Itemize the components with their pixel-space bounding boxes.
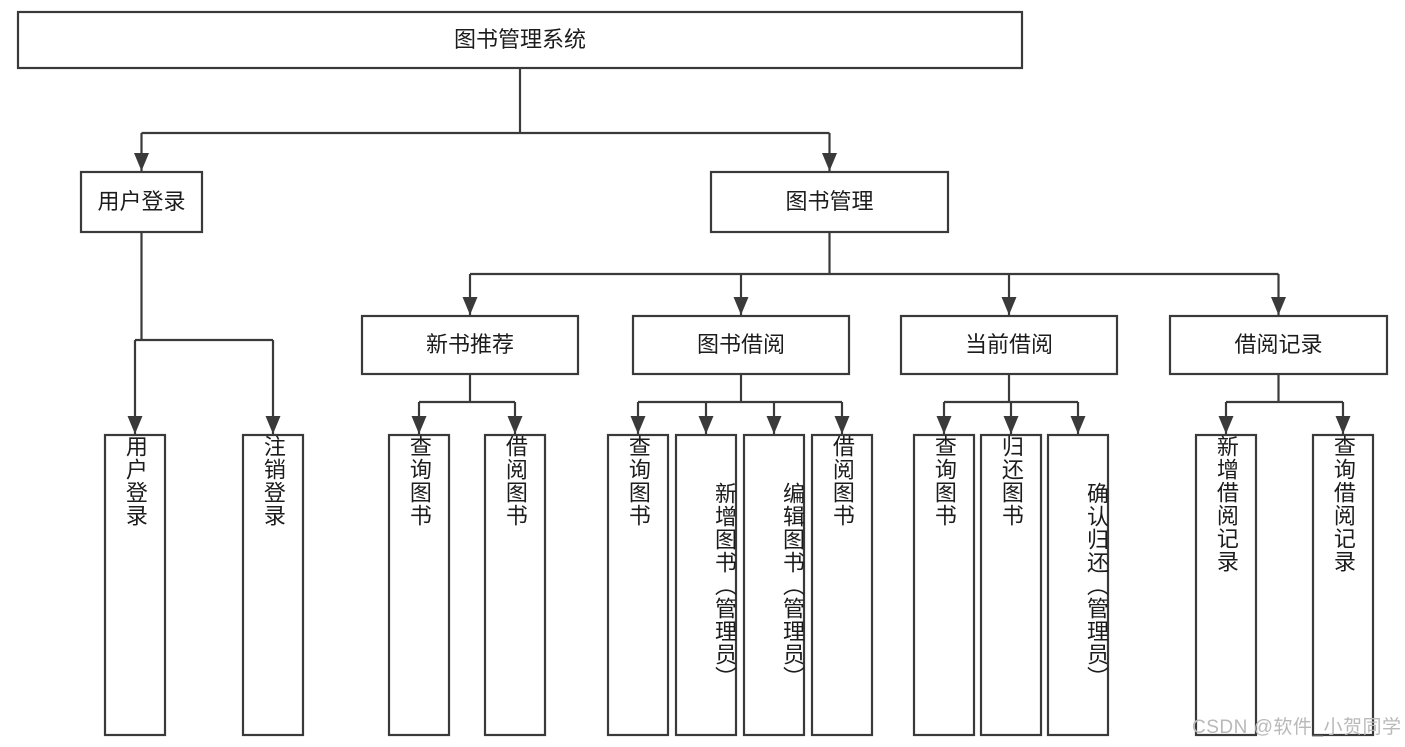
node-box-leaf-edit-book[interactable] <box>742 433 806 737</box>
node-box-leaf-add-book[interactable] <box>674 433 738 737</box>
node-box-leaf-query-book-current[interactable] <box>912 433 976 737</box>
arrow-leaf-logout <box>265 416 281 434</box>
node-label-book-management: 图书管理 <box>785 189 873 214</box>
arrow-leaf-return-book <box>1003 416 1019 434</box>
arrow-leaf-query-book-rec <box>411 416 427 434</box>
node-box-leaf-add-record[interactable] <box>1194 433 1258 737</box>
arrow-leaf-add-book <box>698 416 714 434</box>
node-box-borrow-record[interactable] <box>1168 314 1389 376</box>
node-box-leaf-borrow-book[interactable] <box>810 433 874 737</box>
arrow-leaf-confirm-return <box>1070 416 1086 434</box>
node-box-leaf-return-book[interactable] <box>979 433 1043 737</box>
node-box-current-borrow[interactable] <box>899 314 1119 376</box>
arrow-borrow-record <box>1271 297 1286 315</box>
node-box-leaf-query-book-rec[interactable] <box>387 433 451 737</box>
arrow-book-management <box>822 153 837 171</box>
node-box-leaf-confirm-return[interactable] <box>1046 433 1110 737</box>
arrow-leaf-query-record <box>1335 416 1351 434</box>
arrow-user-login <box>134 153 149 171</box>
node-box-leaf-query-record[interactable] <box>1311 433 1375 737</box>
csdn-watermark: CSDN @软件_小贺同学 <box>1192 717 1402 738</box>
node-box-new-book-recommend[interactable] <box>360 314 580 376</box>
connector-layer <box>127 68 1351 434</box>
arrow-leaf-borrow-book-rec <box>507 416 523 434</box>
arrow-leaf-query-book-borrow <box>630 416 646 434</box>
node-box-user-login[interactable] <box>79 170 204 234</box>
node-box-leaf-user-login[interactable] <box>103 433 167 737</box>
node-label-borrow-record: 借阅记录 <box>1234 332 1322 357</box>
arrow-new-book-recommend <box>462 297 478 315</box>
node-label-book-borrow: 图书借阅 <box>697 332 785 357</box>
box-layer <box>16 10 1389 737</box>
arrow-leaf-edit-book <box>766 416 782 434</box>
arrow-current-borrow <box>1001 297 1017 315</box>
arrow-leaf-query-book-current <box>936 416 952 434</box>
node-label-new-book-recommend: 新书推荐 <box>426 332 514 357</box>
node-box-leaf-query-book-borrow[interactable] <box>606 433 670 737</box>
node-box-root[interactable] <box>16 10 1024 70</box>
arrow-leaf-borrow-book <box>834 416 850 434</box>
arrow-leaf-user-login <box>127 416 143 434</box>
arrow-book-borrow <box>733 297 749 315</box>
node-box-book-borrow[interactable] <box>631 314 851 376</box>
node-box-leaf-borrow-book-rec[interactable] <box>483 433 547 737</box>
node-label-current-borrow: 当前借阅 <box>965 332 1053 357</box>
arrow-leaf-add-record <box>1218 416 1234 434</box>
node-label-user-login: 用户登录 <box>97 189 185 214</box>
node-label-root: 图书管理系统 <box>454 27 586 52</box>
node-box-leaf-logout[interactable] <box>241 433 305 737</box>
node-box-book-management[interactable] <box>709 170 950 234</box>
